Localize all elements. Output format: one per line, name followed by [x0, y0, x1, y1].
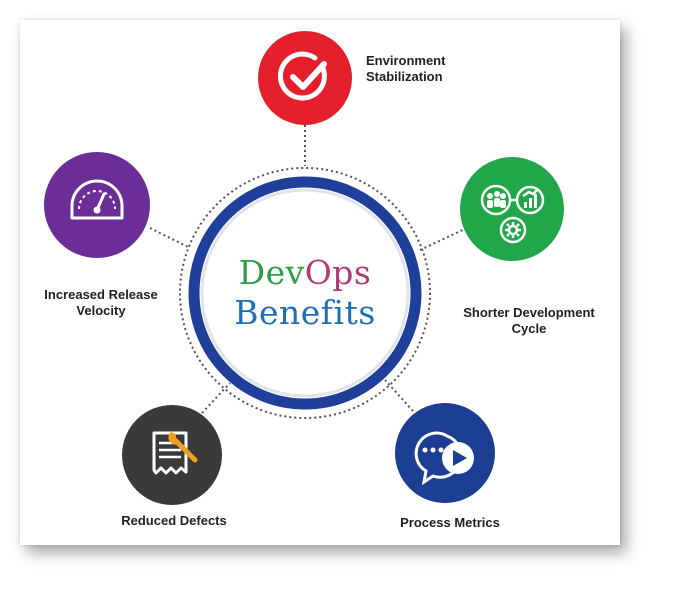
chat-play-icon: [414, 431, 474, 486]
speedometer-icon: [70, 179, 124, 220]
label-reduced-defects-line1: Reduced Defects: [121, 513, 227, 528]
document-wrench-icon: [152, 431, 198, 475]
hub-word-benefits: Benefits: [234, 293, 376, 332]
team-chart-gear-icon: [480, 184, 545, 244]
hub-word-dev: Dev: [238, 253, 305, 292]
hub-title-line1: DevOps: [239, 253, 372, 293]
benefit-shorter-development-cycle: [460, 157, 564, 261]
benefit-process-metrics: [395, 403, 495, 503]
label-shorter-development-cycle: Shorter Development Cycle: [448, 305, 610, 337]
label-shorter-line2: Cycle: [511, 321, 547, 336]
hub-title: DevOps Benefits: [196, 184, 414, 402]
shorter-cycle-circle: [460, 157, 564, 261]
label-velocity-line1: Increased Release: [44, 287, 158, 302]
label-reduced-defects: Reduced Defects: [104, 513, 244, 529]
label-shorter-line1: Shorter Development: [463, 305, 595, 320]
hub: [179, 167, 431, 419]
hub-inner-ring: [200, 188, 410, 398]
label-environment-line2: Stabilization: [366, 69, 443, 84]
label-process-metrics: Process Metrics: [380, 515, 520, 531]
benefit-reduced-defects: [122, 405, 222, 505]
release-velocity-circle: [44, 152, 150, 258]
label-velocity-line2: Velocity: [76, 303, 126, 318]
label-process-metrics-line1: Process Metrics: [400, 515, 500, 530]
label-increased-release-velocity: Increased Release Velocity: [26, 287, 176, 319]
connector-process-metrics: [384, 379, 414, 412]
hub-outer-dotted-ring: [179, 167, 431, 419]
benefit-increased-release-velocity: [44, 152, 150, 258]
connector-shorter-cycle: [419, 227, 468, 251]
reduced-defects-circle: [122, 405, 222, 505]
benefit-environment-stabilization: [258, 31, 352, 125]
connector-reduced-defects: [201, 382, 231, 414]
check-circle-icon: [277, 51, 327, 101]
label-environment-line1: Environment: [366, 53, 446, 68]
label-environment-stabilization: Environment Stabilization: [366, 53, 445, 85]
environment-circle: [258, 31, 352, 125]
connectors: [149, 125, 468, 414]
hub-word-ops: Ops: [304, 253, 372, 292]
connector-release-velocity: [149, 227, 191, 249]
